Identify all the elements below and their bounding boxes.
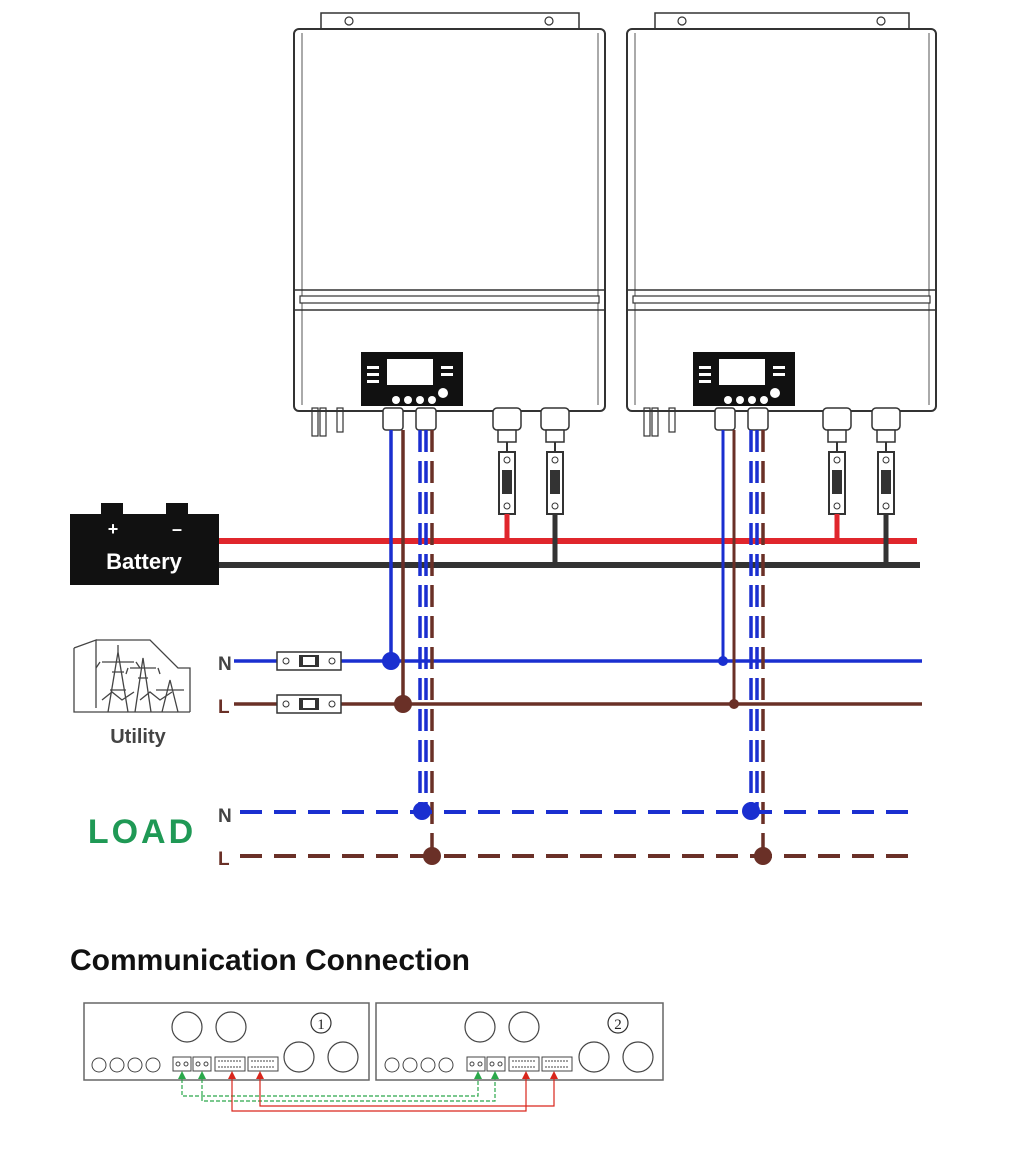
inverter-unit-2	[626, 12, 937, 515]
load-label: LOAD	[88, 813, 196, 851]
utility-label: Utility	[110, 726, 166, 748]
inverter-unit-1	[293, 12, 606, 515]
utility-n-label: N	[218, 654, 232, 675]
unit-2-number: 2	[614, 1017, 622, 1033]
battery-label: Battery	[106, 549, 183, 574]
breaker-icon	[276, 694, 342, 714]
battery-plus-label: +	[108, 519, 119, 539]
comm-cables	[178, 1071, 558, 1112]
breaker-icon	[276, 651, 342, 671]
ac-output-drops	[418, 430, 765, 856]
load-l-label: L	[218, 849, 230, 870]
utility-l-label: L	[218, 697, 230, 718]
fuse-icon	[828, 442, 846, 515]
ac-input-drops	[382, 430, 739, 713]
load-lines	[240, 810, 918, 858]
fuse-icon	[546, 442, 564, 515]
comm-panel-2: 2	[375, 1002, 664, 1081]
unit-1-number: 1	[317, 1017, 325, 1033]
comm-panel-1: 1	[83, 1002, 370, 1081]
lcd-panel	[361, 352, 463, 406]
battery-minus-label: –	[172, 519, 182, 539]
lcd-panel	[693, 352, 795, 406]
battery-block: + – Battery	[70, 503, 219, 585]
fuse-icon	[877, 442, 895, 515]
utility-lines	[234, 659, 922, 706]
load-n-label: N	[218, 806, 232, 827]
communication-title: Communication Connection	[70, 944, 470, 977]
power-pylon-icon	[73, 639, 191, 713]
fuse-icon	[498, 442, 516, 515]
battery-bus	[217, 514, 920, 568]
